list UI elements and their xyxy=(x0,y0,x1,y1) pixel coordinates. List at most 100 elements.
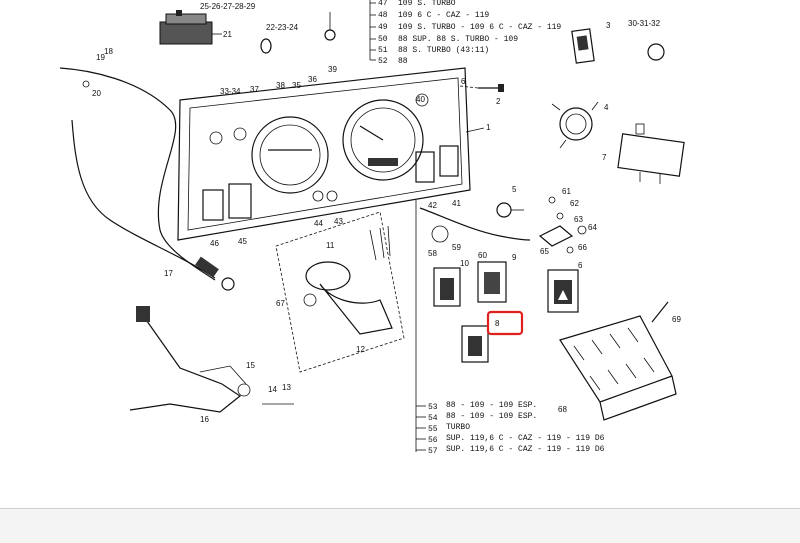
label-11: 11 xyxy=(326,241,335,250)
legend-52-text: 88 xyxy=(398,57,408,66)
legend-52-num: 52 xyxy=(378,57,388,66)
label-37: 37 xyxy=(250,85,259,94)
legend-53-num: 53 xyxy=(428,403,438,412)
fuse-69 xyxy=(651,301,669,323)
legend-49-num: 49 xyxy=(378,23,388,32)
label-38: 38 xyxy=(276,81,285,90)
clip-20 xyxy=(82,80,90,88)
fuse-block-21 xyxy=(159,10,213,45)
label-62: 62 xyxy=(570,199,579,208)
legend-54-num: 54 xyxy=(428,414,438,423)
label-46: 46 xyxy=(210,239,219,248)
label-17: 17 xyxy=(164,269,173,278)
cable-58 xyxy=(419,207,531,241)
label-9: 9 xyxy=(512,253,517,262)
label-6: 6 xyxy=(461,77,466,86)
label-14: 14 xyxy=(268,385,277,394)
label-35: 35 xyxy=(292,81,301,90)
label-7: 7 xyxy=(602,153,607,162)
relay-7 xyxy=(617,123,685,184)
connector-5 xyxy=(496,202,524,218)
label-39: 39 xyxy=(328,65,337,74)
legend-top-ticks xyxy=(370,2,376,61)
label-42: 42 xyxy=(428,201,437,210)
label-40: 40 xyxy=(416,95,425,104)
choke-knob-17 xyxy=(195,256,235,291)
label-5: 5 xyxy=(512,185,517,194)
label-64: 64 xyxy=(588,223,597,232)
label-60: 60 xyxy=(478,251,487,260)
legend-57-text: SUP. 119,6 C - CAZ - 119 - 119 D6 xyxy=(446,445,605,454)
switch-8 xyxy=(461,325,489,363)
label-10: 10 xyxy=(460,259,469,268)
switch-10 xyxy=(433,267,461,307)
legend-51-num: 51 xyxy=(378,46,388,55)
label-43: 43 xyxy=(334,217,343,226)
bulb-43 xyxy=(326,190,338,202)
label-22-24: 22-23-24 xyxy=(266,23,299,32)
label-6b: 6 xyxy=(578,261,583,270)
highlight-box-8 xyxy=(486,310,524,336)
cable-19 xyxy=(59,67,216,281)
legend-56-text: SUP. 119,6 C - CAZ - 119 - 119 D6 xyxy=(446,434,605,443)
label-3: 3 xyxy=(606,21,611,30)
legend-57-num: 57 xyxy=(428,447,438,456)
bulb-22-24 xyxy=(260,38,272,54)
label-25-29: 25-26-27-28-29 xyxy=(200,2,256,11)
label-61: 61 xyxy=(562,187,571,196)
label-20: 20 xyxy=(92,89,101,98)
label-44: 44 xyxy=(314,219,323,228)
legend-55-text: TURBO xyxy=(446,423,470,432)
switch-3 xyxy=(571,28,595,64)
legend-47-text: 109 S. TURBO xyxy=(398,0,456,8)
clip-61-66 xyxy=(538,196,587,254)
label-36: 36 xyxy=(308,75,317,84)
label-12: 12 xyxy=(356,345,365,354)
legend-bottom: 53 88 - 109 - 109 ESP. 54 88 - 109 - 109… xyxy=(416,401,605,456)
label-15: 15 xyxy=(246,361,255,370)
legend-53-text: 88 - 109 - 109 ESP. xyxy=(446,401,537,410)
label-1: 1 xyxy=(486,123,491,132)
legend-54-text: 88 - 109 - 109 ESP. xyxy=(446,412,537,421)
label-19: 19 xyxy=(96,53,105,62)
grommet-58 xyxy=(431,225,449,243)
label-13: 13 xyxy=(282,383,291,392)
label-30-32: 30-31-32 xyxy=(628,19,661,28)
label-59: 59 xyxy=(452,243,461,252)
fuse-box-68 xyxy=(559,315,677,421)
label-68: 68 xyxy=(558,405,567,414)
switch-6-hazard xyxy=(547,269,579,313)
label-45: 45 xyxy=(238,237,247,246)
label-21: 21 xyxy=(223,30,232,39)
label-63: 63 xyxy=(574,215,583,224)
legend-51-text: 88 S. TURBO (43:11) xyxy=(398,46,489,55)
knob-30-32 xyxy=(647,43,665,61)
label-41: 41 xyxy=(452,199,461,208)
legend-48-text: 109 6 C - CAZ - 119 xyxy=(398,11,489,20)
label-2: 2 xyxy=(496,97,501,106)
label-67: 67 xyxy=(276,299,285,308)
switch-9 xyxy=(477,261,507,303)
label-33-34: 33-34 xyxy=(220,87,241,96)
legend-50-text: 88 SUP. 88 S. TURBO - 109 xyxy=(398,35,518,44)
ignition-group xyxy=(275,211,405,373)
gauge-4 xyxy=(551,101,599,149)
legend-48-num: 48 xyxy=(378,11,388,20)
label-69: 69 xyxy=(672,315,681,324)
label-65: 65 xyxy=(540,247,549,256)
viewer-bottom-bar xyxy=(0,508,800,543)
screw-2 xyxy=(459,84,504,92)
label-8: 8 xyxy=(495,319,500,328)
stalk-assembly-16 xyxy=(129,306,251,413)
legend-top: 47 109 S. TURBO 48 109 6 C - CAZ - 119 4… xyxy=(378,0,561,66)
bulb-44 xyxy=(312,190,324,202)
label-16: 16 xyxy=(200,415,209,424)
legend-49-text: 109 S. TURBO - 109 6 C - CAZ - 119 xyxy=(398,23,561,32)
legend-47-num: 47 xyxy=(378,0,388,8)
label-66: 66 xyxy=(578,243,587,252)
instrument-panel-1 xyxy=(177,67,471,241)
label-58: 58 xyxy=(428,249,437,258)
paper-background xyxy=(0,0,800,508)
